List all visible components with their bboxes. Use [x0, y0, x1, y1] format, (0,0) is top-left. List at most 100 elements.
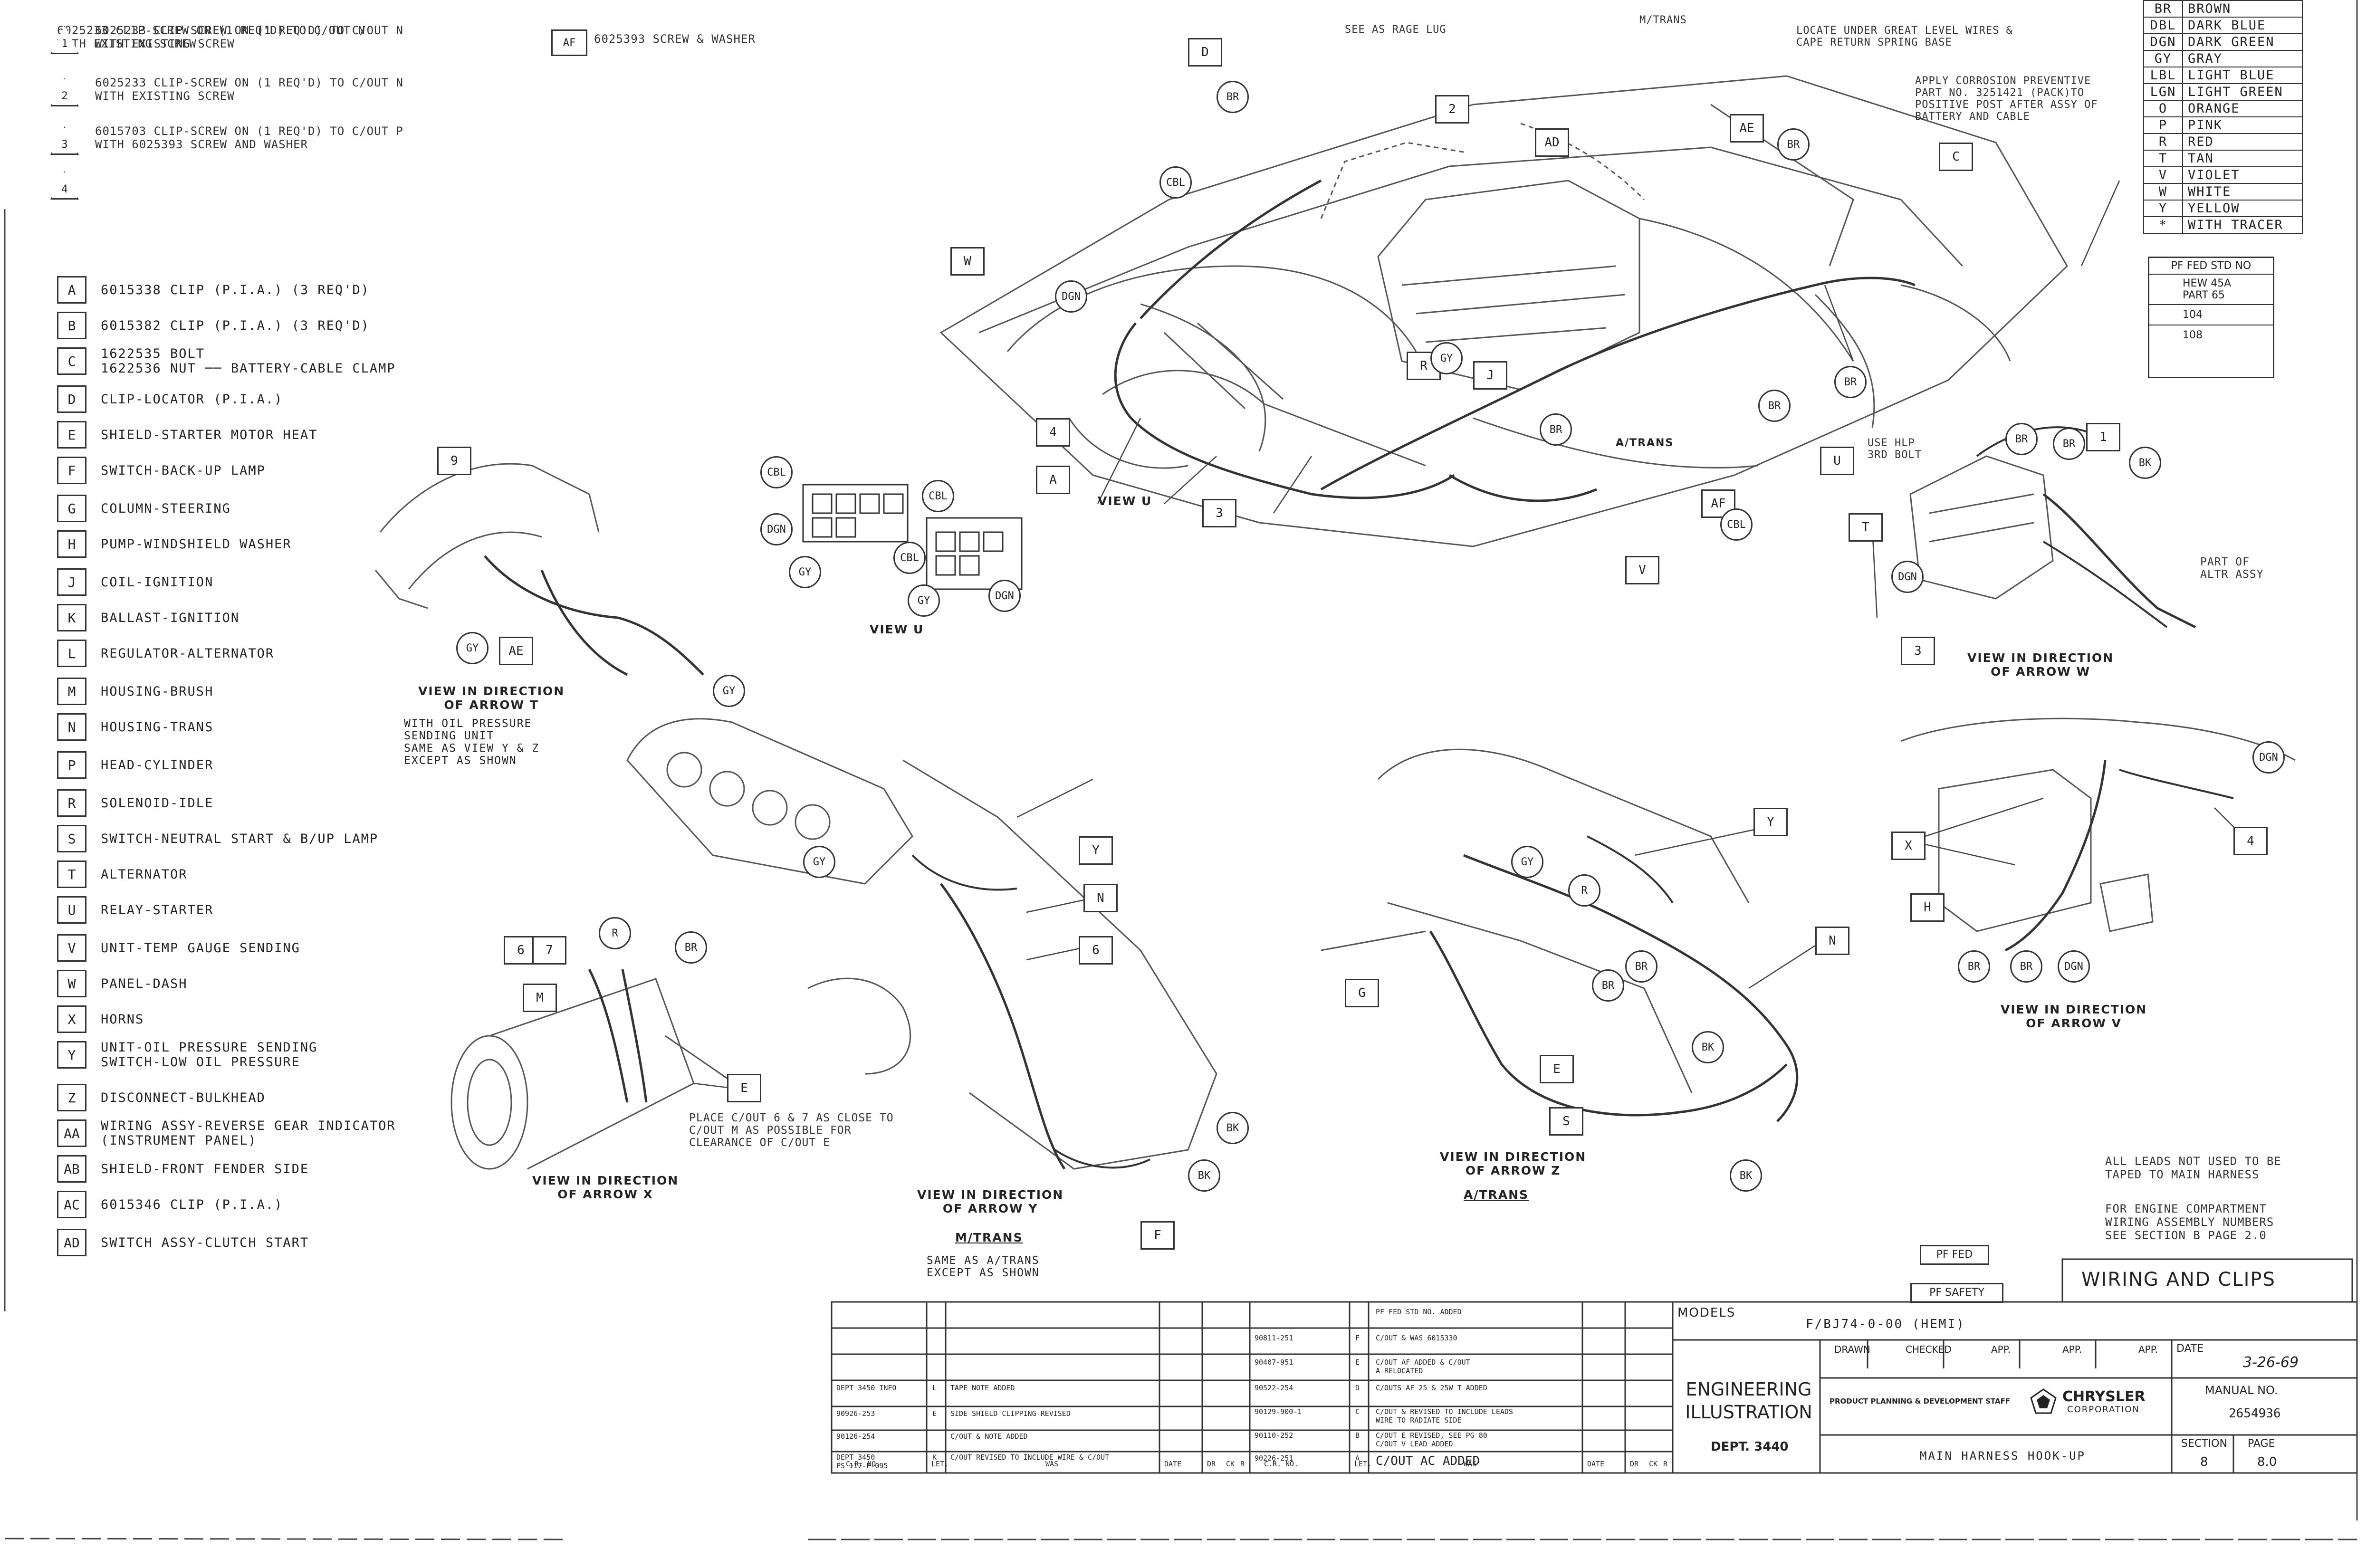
legend-key: D [57, 385, 86, 413]
revision-cr-number: DEPT 3450 INFO [836, 1384, 897, 1392]
title-block-grid [831, 1258, 2358, 1474]
color-name: LIGHT BLUE [2182, 67, 2303, 84]
revision-footer-label: DR [1630, 1460, 1639, 1468]
app-label-1: APP. [1991, 1344, 2011, 1355]
note-key-3-label: 3 [61, 138, 68, 151]
wire-color-callout-cbl: CBL [893, 542, 926, 574]
color-code: W [2143, 183, 2183, 201]
legend-key: R [57, 789, 86, 817]
callout-box-y: Y [1753, 808, 1788, 836]
color-code: Y [2143, 200, 2183, 217]
revision-cr-number: 90129-900-1 [1255, 1407, 1302, 1416]
wire-color-callout-r: R [1568, 874, 1600, 907]
page-value: 8.0 [2257, 1455, 2277, 1469]
harness-main [1114, 179, 1916, 502]
callout-box-v: V [1625, 556, 1659, 584]
color-name: WITH TRACER [2182, 216, 2303, 234]
pf-safety-label: PF SAFETY [1910, 1283, 2003, 1303]
engine-bay-drawing [939, 75, 2068, 547]
label-arrow-y-trans: M/TRANS [955, 1231, 1023, 1244]
wiring-and-clips-title: WIRING AND CLIPS [2081, 1269, 2276, 1291]
callout-box-f: F [1140, 1221, 1175, 1250]
wire-color-callout-br: BR [1540, 413, 1572, 446]
callout-box-n3: 3 [1202, 499, 1236, 527]
legend-key: B [57, 312, 86, 339]
note-use-bolt: USE HLP 3RD BOLT [1868, 437, 1922, 461]
view-arrow-x-drawing [450, 968, 742, 1170]
label-arrow-y-note: SAME AS A/TRANS EXCEPT AS SHOWN [927, 1254, 1040, 1279]
legend-description: UNIT-OIL PRESSURE SENDING SWITCH-LOW OIL… [101, 1040, 318, 1070]
legend-key: U [57, 896, 86, 924]
note-clip-screw-3-text: 6015703 CLIP-SCREW ON (1 REQ'D) TO C/OUT… [95, 124, 403, 151]
view-arrow-t-drawing [374, 463, 704, 676]
revision-cr-number: 90226-251 [1255, 1454, 1293, 1463]
legend-description: PANEL-DASH [101, 976, 188, 991]
wire-color-callout-cbl: CBL [1720, 508, 1753, 541]
revision-footer-label: C.R. NO. [1264, 1460, 1299, 1468]
legend-key: S [57, 825, 86, 852]
wire-color-callout-cbl: CBL [1159, 166, 1192, 199]
label-view-u-top: VIEW U [1098, 494, 1152, 508]
callout-box-ae: AE [1730, 114, 1764, 143]
revision-description: C/OUTS AF 25 & 25W T ADDED [1376, 1384, 1487, 1392]
section-value: 8 [2200, 1455, 2208, 1469]
color-row: *WITH TRACER [2143, 216, 2303, 234]
revision-footer-label: WAS [1464, 1460, 1477, 1468]
revision-cr-number: 90926-253 [836, 1409, 875, 1418]
legend-description: 6015338 CLIP (P.I.A.) (3 REQ'D) [101, 282, 370, 297]
callout-box-a: A [1036, 466, 1070, 494]
section-label: SECTION [2181, 1438, 2227, 1450]
checked-label: CHECKED [1906, 1344, 1952, 1355]
legend-key: AA [57, 1119, 86, 1147]
leader-lines [693, 180, 2243, 1089]
legend-description: 6015346 CLIP (P.I.A.) [101, 1197, 283, 1212]
note-all-leads: ALL LEADS NOT USED TO BE TAPED TO MAIN H… [2105, 1155, 2281, 1181]
legend-description: ALTERNATOR [101, 867, 188, 882]
pf-fed-std-box: PF FED STD NO HEW 45A PART 65 104 108 [2148, 257, 2274, 378]
revision-letter: B [1355, 1431, 1360, 1440]
revision-description: C/OUT E REVISED, SEE PG 80 C/OUT V LEAD … [1376, 1431, 1487, 1448]
page-label: PAGE [2248, 1438, 2275, 1450]
legend-key: H [57, 530, 86, 558]
manual-value: 2654936 [2229, 1406, 2281, 1421]
company-name: CHRYSLER [2062, 1388, 2146, 1405]
label-view-arrow-x: VIEW IN DIRECTION OF ARROW X [532, 1174, 679, 1201]
revision-description: SIDE SHIELD CLIPPING REVISED [950, 1409, 1071, 1418]
date-label: DATE [2176, 1343, 2204, 1355]
note-key-2-label: 2 [61, 90, 68, 102]
revision-footer-label: DATE [1587, 1460, 1605, 1468]
callout-box-n: N [1815, 927, 1849, 955]
color-code: LBL [2143, 67, 2183, 84]
color-name: PINK [2182, 116, 2303, 134]
callout-box-t: T [1849, 513, 1883, 542]
legend-key: AC [57, 1191, 86, 1218]
legend-description: HEAD-CYLINDER [101, 757, 214, 773]
pf-fed-label: PF FED [1920, 1245, 1989, 1265]
app-label-2: APP. [2062, 1344, 2082, 1355]
wire-color-callout-dgn: DGN [2252, 741, 2285, 774]
legend-key: N [57, 713, 86, 741]
color-name: ORANGE [2182, 100, 2303, 117]
revision-description: C/OUT & NOTE ADDED [950, 1432, 1028, 1441]
wire-color-callout-cbl: CBL [760, 456, 793, 488]
color-code: V [2143, 166, 2183, 184]
callout-box-n4: 4 [2233, 827, 2268, 855]
wire-color-callout-br: BR [2005, 423, 2038, 455]
revision-footer-label: LET. [1354, 1460, 1372, 1468]
company-sub: CORPORATION [2067, 1405, 2140, 1415]
